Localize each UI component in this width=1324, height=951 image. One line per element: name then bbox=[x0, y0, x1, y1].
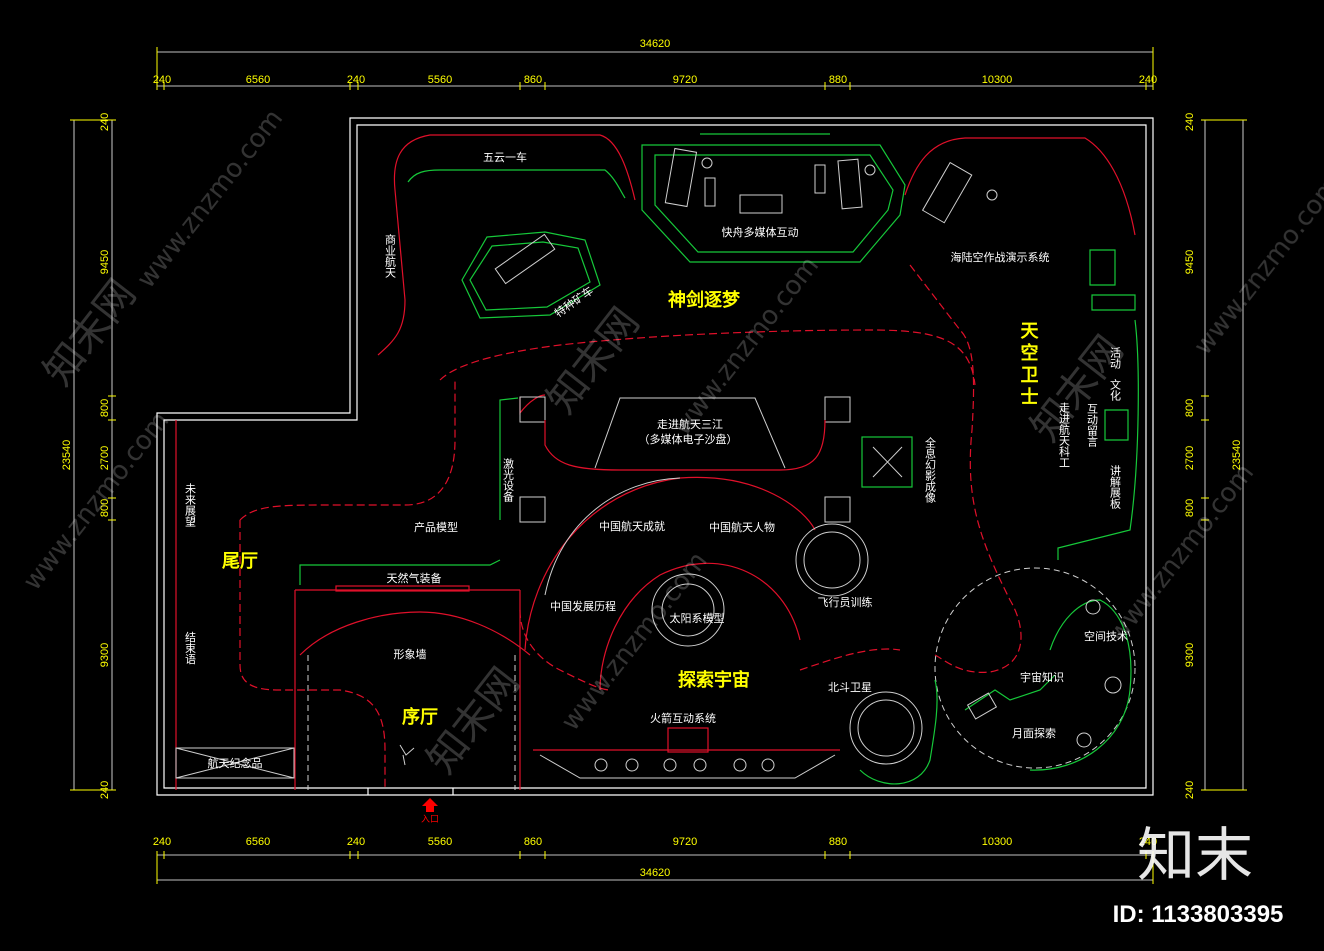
dim-left-0: 240 bbox=[99, 113, 111, 131]
label-yuzhou: 宇宙知识 bbox=[1020, 670, 1064, 684]
dim-left-5: 9300 bbox=[99, 643, 111, 667]
dim-top-3: 5560 bbox=[428, 74, 452, 86]
label-feixingyuan: 飞行员训练 bbox=[818, 595, 873, 609]
entrance-marker: 入口 bbox=[421, 798, 439, 825]
label-kuaizhou: 快舟多媒体互动 bbox=[722, 225, 799, 239]
logo-zhimo: 知末 bbox=[1137, 821, 1253, 889]
label-huojian: 火箭互动系统 bbox=[650, 711, 716, 725]
watermark-center: www.znzmo.com bbox=[667, 251, 825, 441]
label-chengjiu: 中国航天成就 bbox=[599, 519, 665, 533]
dim-left-6: 240 bbox=[99, 781, 111, 799]
dim-right-5: 9300 bbox=[1184, 643, 1196, 667]
dim-bottom-5: 9720 bbox=[673, 836, 697, 848]
exhibit-labels: 五云一车 快舟多媒体互动 海陆空作战演示系统 商业航天 特种矿车 走进航天三江 … bbox=[184, 150, 1129, 770]
hall-labels: 神剑逐梦 探索宇宙 尾厅 序厅 天空卫士 bbox=[222, 289, 1039, 728]
zone-shenjian bbox=[377, 133, 998, 356]
dim-bottom-1: 6560 bbox=[246, 836, 270, 848]
label-fazhan: 中国发展历程 bbox=[550, 599, 616, 613]
dim-bottom-0: 240 bbox=[153, 836, 171, 848]
hall-tiankong: 天空卫士 bbox=[1018, 321, 1039, 409]
label-wuyun: 五云一车 bbox=[483, 150, 527, 164]
dimension-text: 34620 34620 240 6560 240 5560 860 9720 8… bbox=[61, 38, 1243, 879]
label-hudong: 互动留言 bbox=[1086, 403, 1099, 448]
watermark-right: www.znzmo.com bbox=[1188, 171, 1324, 361]
dim-top-7: 10300 bbox=[982, 74, 1013, 86]
hall-weiting: 尾厅 bbox=[222, 551, 258, 572]
dim-left-1: 9450 bbox=[99, 250, 111, 274]
dim-bottom-3: 5560 bbox=[428, 836, 452, 848]
label-shapan: （多媒体电子沙盘） bbox=[639, 432, 738, 446]
zone-tansuo bbox=[519, 476, 923, 779]
label-zoujin-kg: 走进航天科工 bbox=[1058, 402, 1071, 468]
dim-total-bottom: 34620 bbox=[640, 867, 671, 879]
label-huodong: 活动 bbox=[1109, 347, 1122, 369]
dim-top-5: 9720 bbox=[673, 74, 697, 86]
label-jinian: 航天纪念品 bbox=[208, 756, 263, 770]
hall-xuting: 序厅 bbox=[402, 706, 438, 728]
label-shangye: 商业航天 bbox=[384, 233, 397, 279]
dim-left-4: 800 bbox=[99, 499, 111, 517]
label-zoujin: 走进航天三江 bbox=[657, 417, 723, 431]
dim-left-2: 800 bbox=[99, 399, 111, 417]
zone-tiankong bbox=[861, 137, 1139, 673]
dim-right-6: 240 bbox=[1184, 781, 1196, 799]
dim-right-total: 23540 bbox=[1231, 440, 1243, 471]
zone-space bbox=[859, 567, 1136, 785]
watermark-left: www.znzmo.com bbox=[131, 104, 289, 294]
dimension-lines bbox=[70, 47, 1247, 884]
zone-center bbox=[239, 329, 976, 585]
dim-top-1: 6560 bbox=[246, 74, 270, 86]
dim-total-top: 34620 bbox=[640, 38, 671, 50]
dim-bottom-4: 860 bbox=[524, 836, 542, 848]
watermark-brand-center: 知末网 bbox=[539, 299, 649, 422]
watermark-brand-left: 知末网 bbox=[35, 271, 145, 394]
dim-top-4: 860 bbox=[524, 74, 542, 86]
dim-right-1: 9450 bbox=[1184, 250, 1196, 274]
dim-right-0: 240 bbox=[1184, 113, 1196, 131]
label-haiyu: 海陆空作战演示系统 bbox=[951, 250, 1050, 264]
dim-right-3: 2700 bbox=[1184, 446, 1196, 470]
label-yuemian: 月面探索 bbox=[1012, 726, 1056, 740]
dim-right-4: 800 bbox=[1184, 499, 1196, 517]
label-teshu: 特种矿车 bbox=[552, 283, 596, 320]
label-weilai: 未来展望 bbox=[184, 483, 197, 527]
label-jieshu: 结束语 bbox=[184, 631, 197, 665]
label-quanxi: 全息幻影成像 bbox=[924, 436, 937, 503]
dim-top-0: 240 bbox=[153, 74, 171, 86]
dim-top-2: 240 bbox=[347, 74, 365, 86]
dim-left-3: 2700 bbox=[99, 446, 111, 470]
logo-watermark: 知末 ID: 1133803395 bbox=[1113, 821, 1284, 928]
zone-left bbox=[175, 420, 531, 790]
watermark-id: ID: 1133803395 bbox=[1113, 901, 1284, 928]
watermark-right-2: www.znzmo.com bbox=[1102, 458, 1260, 648]
watermark-center-2: www.znzmo.com bbox=[556, 546, 714, 736]
dim-bottom-7: 10300 bbox=[982, 836, 1013, 848]
label-tianranqi: 天然气装备 bbox=[387, 571, 442, 585]
label-chanpin: 产品模型 bbox=[414, 520, 458, 534]
dim-bottom-6: 880 bbox=[829, 836, 847, 848]
dim-top-6: 880 bbox=[829, 74, 847, 86]
dim-bottom-2: 240 bbox=[347, 836, 365, 848]
label-renwu: 中国航天人物 bbox=[709, 520, 775, 534]
hall-shenjian: 神剑逐梦 bbox=[668, 289, 741, 311]
dim-left-total: 23540 bbox=[61, 440, 73, 471]
label-jiangshi: 讲解展板 bbox=[1109, 464, 1122, 510]
label-kongjian: 空间技术 bbox=[1084, 629, 1128, 643]
watermark-left-2: www.znzmo.com bbox=[17, 406, 175, 596]
dim-right-2: 800 bbox=[1184, 399, 1196, 417]
label-rukou: 入口 bbox=[421, 814, 439, 825]
label-xingxiang: 形象墙 bbox=[394, 647, 427, 661]
dim-top-8: 240 bbox=[1139, 74, 1157, 86]
label-jiguang: 激光设备 bbox=[502, 457, 515, 503]
hall-tansuo: 探索宇宙 bbox=[678, 669, 750, 691]
dim-bottom-8: 240 bbox=[1139, 836, 1157, 848]
label-beidou: 北斗卫星 bbox=[828, 681, 872, 694]
label-wenhua: 文化 bbox=[1109, 378, 1122, 402]
outer-walls bbox=[156, 117, 1154, 796]
label-taiyangxi: 太阳系模型 bbox=[670, 611, 725, 625]
